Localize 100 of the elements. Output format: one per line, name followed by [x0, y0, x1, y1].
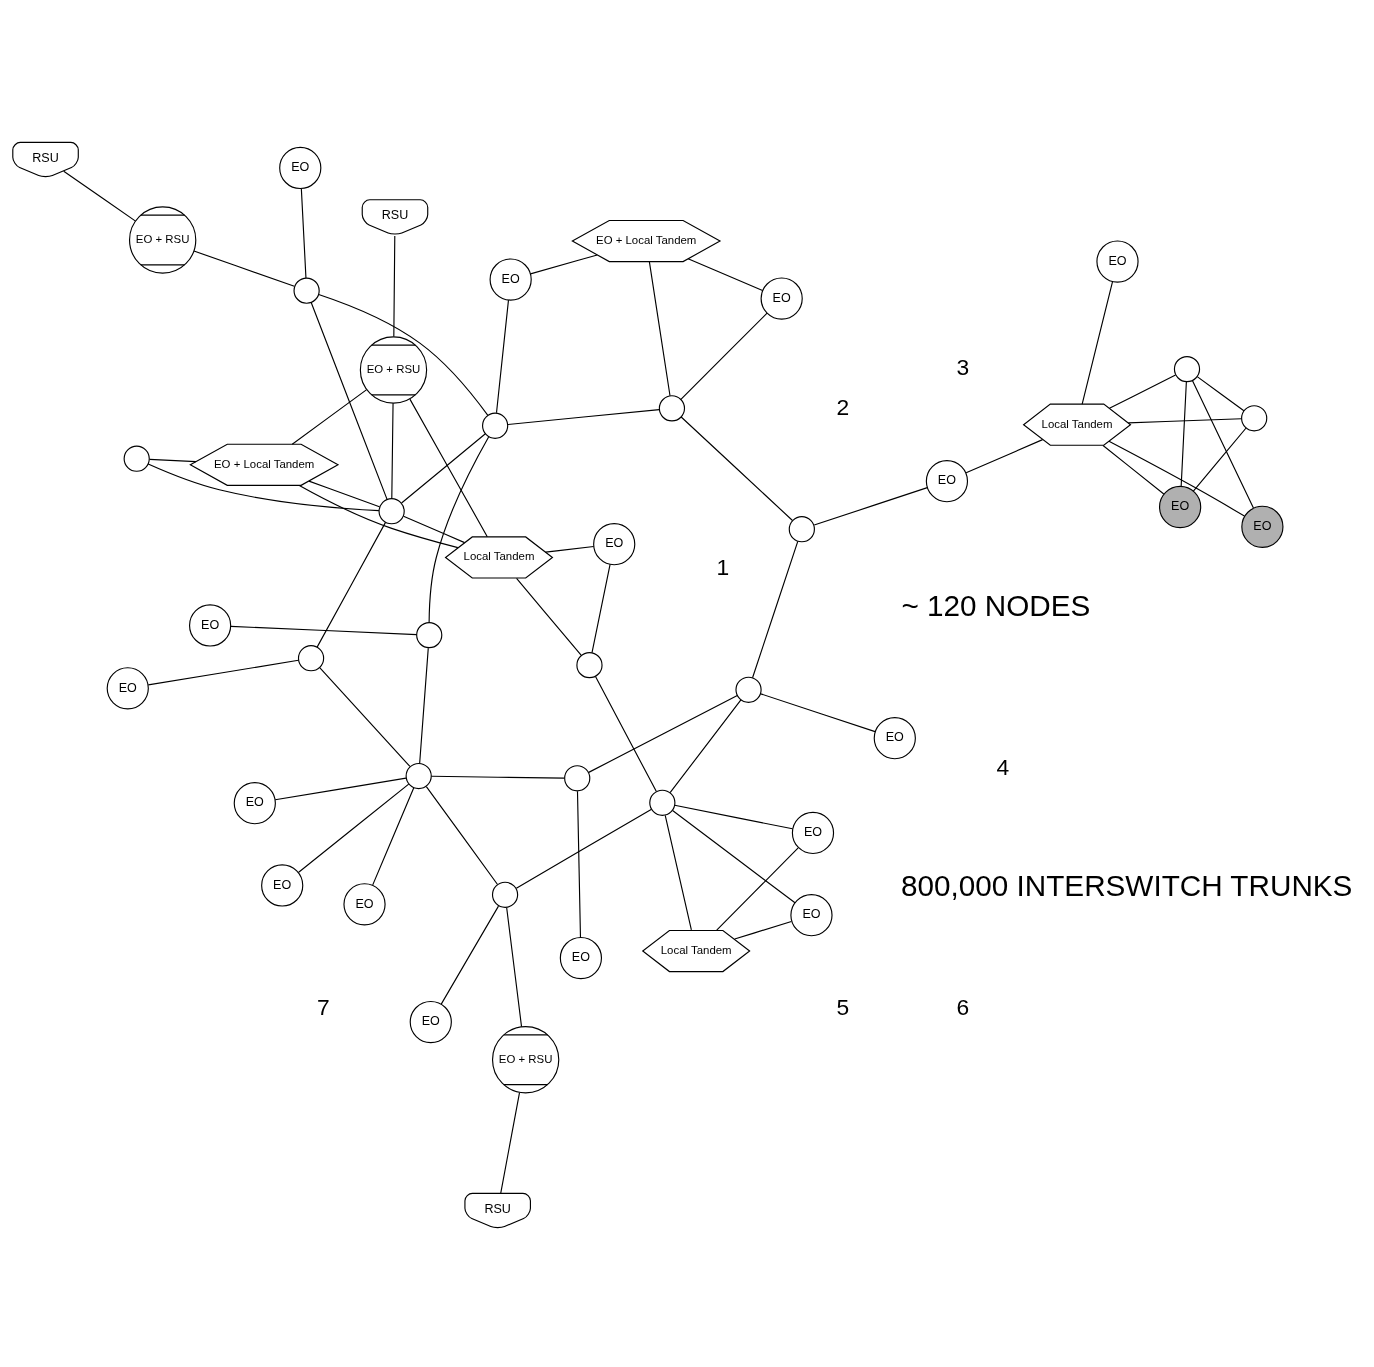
connector: [298, 484, 459, 548]
connector: [591, 563, 611, 653]
connector: [1196, 375, 1245, 411]
node-circle: EO: [343, 882, 386, 925]
connector: [419, 647, 429, 764]
connector: [672, 809, 796, 903]
node-circle: [735, 676, 762, 703]
connector: [147, 659, 300, 685]
connector: [716, 846, 799, 931]
node-circle: [1241, 404, 1268, 431]
connector: [1108, 373, 1177, 409]
node-circle: EO: [1159, 485, 1202, 528]
connector: [576, 790, 582, 938]
connector: [409, 398, 488, 537]
connector: [1081, 280, 1114, 405]
node-circle: [297, 644, 325, 671]
label: 1: [716, 553, 730, 580]
label: 800,000 INTERSWITCH TRUNKS: [900, 868, 1353, 902]
connector: [516, 577, 582, 656]
connector: [680, 312, 768, 400]
connector: [440, 905, 500, 1005]
connector: [648, 260, 671, 396]
label: 7: [316, 993, 330, 1020]
connector: [544, 545, 595, 553]
connector: [193, 249, 295, 287]
connector: [402, 515, 466, 543]
connector: [507, 408, 660, 425]
connector: [515, 808, 652, 889]
connector: [391, 402, 394, 499]
node-circle: EO: [261, 863, 304, 907]
node-circle: EO: [790, 893, 833, 936]
connector: [529, 253, 598, 274]
connector: [965, 438, 1044, 473]
connector: [752, 540, 799, 678]
connector: [428, 435, 490, 623]
node-circle: EO: [873, 716, 916, 759]
connector: [297, 783, 410, 873]
node-circle: EO: [1096, 239, 1139, 283]
connector: [734, 920, 792, 940]
node-circle: [491, 881, 519, 908]
connector: [664, 814, 692, 931]
node-circle: EO: [1241, 505, 1284, 548]
connector: [308, 480, 380, 507]
connector: [316, 521, 387, 648]
node-circle: [378, 497, 405, 524]
connector: [1108, 440, 1245, 517]
node-circle: EO + RSU: [359, 335, 428, 404]
connector: [393, 234, 396, 337]
connector: [680, 415, 794, 521]
node-circle: [416, 621, 443, 648]
node-circle: EO + RSU: [128, 205, 197, 274]
node-circle: [564, 764, 591, 791]
node-circle: EO: [760, 276, 803, 320]
node-circle: EO: [925, 459, 969, 502]
node-circle: [482, 412, 509, 439]
connector: [274, 777, 407, 800]
connector: [310, 301, 388, 500]
connector: [1191, 379, 1254, 509]
connector: [506, 906, 523, 1027]
node-circle: EO + RSU: [491, 1025, 560, 1093]
node-circle: EO: [233, 781, 276, 824]
node-circle: [123, 445, 150, 472]
connector: [1192, 426, 1247, 492]
connector: [147, 463, 380, 511]
connector: [588, 694, 738, 773]
node-circle: [405, 762, 432, 789]
label: 6: [956, 993, 970, 1020]
node-circle: [576, 651, 603, 678]
connector: [149, 458, 197, 462]
connector: [63, 170, 136, 221]
connector: [319, 666, 411, 767]
connector: [674, 804, 793, 829]
connector: [372, 786, 415, 885]
connector: [500, 1091, 521, 1194]
node-circle: EO: [489, 257, 532, 301]
node-circle: EO: [559, 936, 603, 979]
node-circle: [293, 277, 320, 304]
connector: [300, 187, 307, 279]
connector: [687, 257, 764, 291]
node-circle: EO: [791, 811, 835, 854]
connector: [594, 675, 657, 792]
connector: [1102, 444, 1165, 495]
node-circle: EO: [279, 146, 322, 189]
node-circle: EO: [189, 603, 232, 647]
node-circle: EO: [409, 1000, 452, 1043]
node-circle: [788, 515, 815, 542]
connector: [401, 432, 486, 504]
node-circle: [1173, 355, 1201, 382]
label: 5: [836, 993, 850, 1020]
connector: [495, 299, 510, 413]
connector: [813, 486, 928, 526]
label: 2: [836, 393, 850, 420]
node-circle: [658, 394, 686, 421]
node-circle: EO: [106, 666, 149, 709]
node-circle: EO: [593, 522, 636, 565]
connector: [760, 692, 876, 732]
label: 4: [996, 753, 1010, 780]
connector: [669, 698, 742, 793]
label: ~ 120 NODES: [901, 588, 1091, 622]
connector: [1180, 380, 1187, 487]
